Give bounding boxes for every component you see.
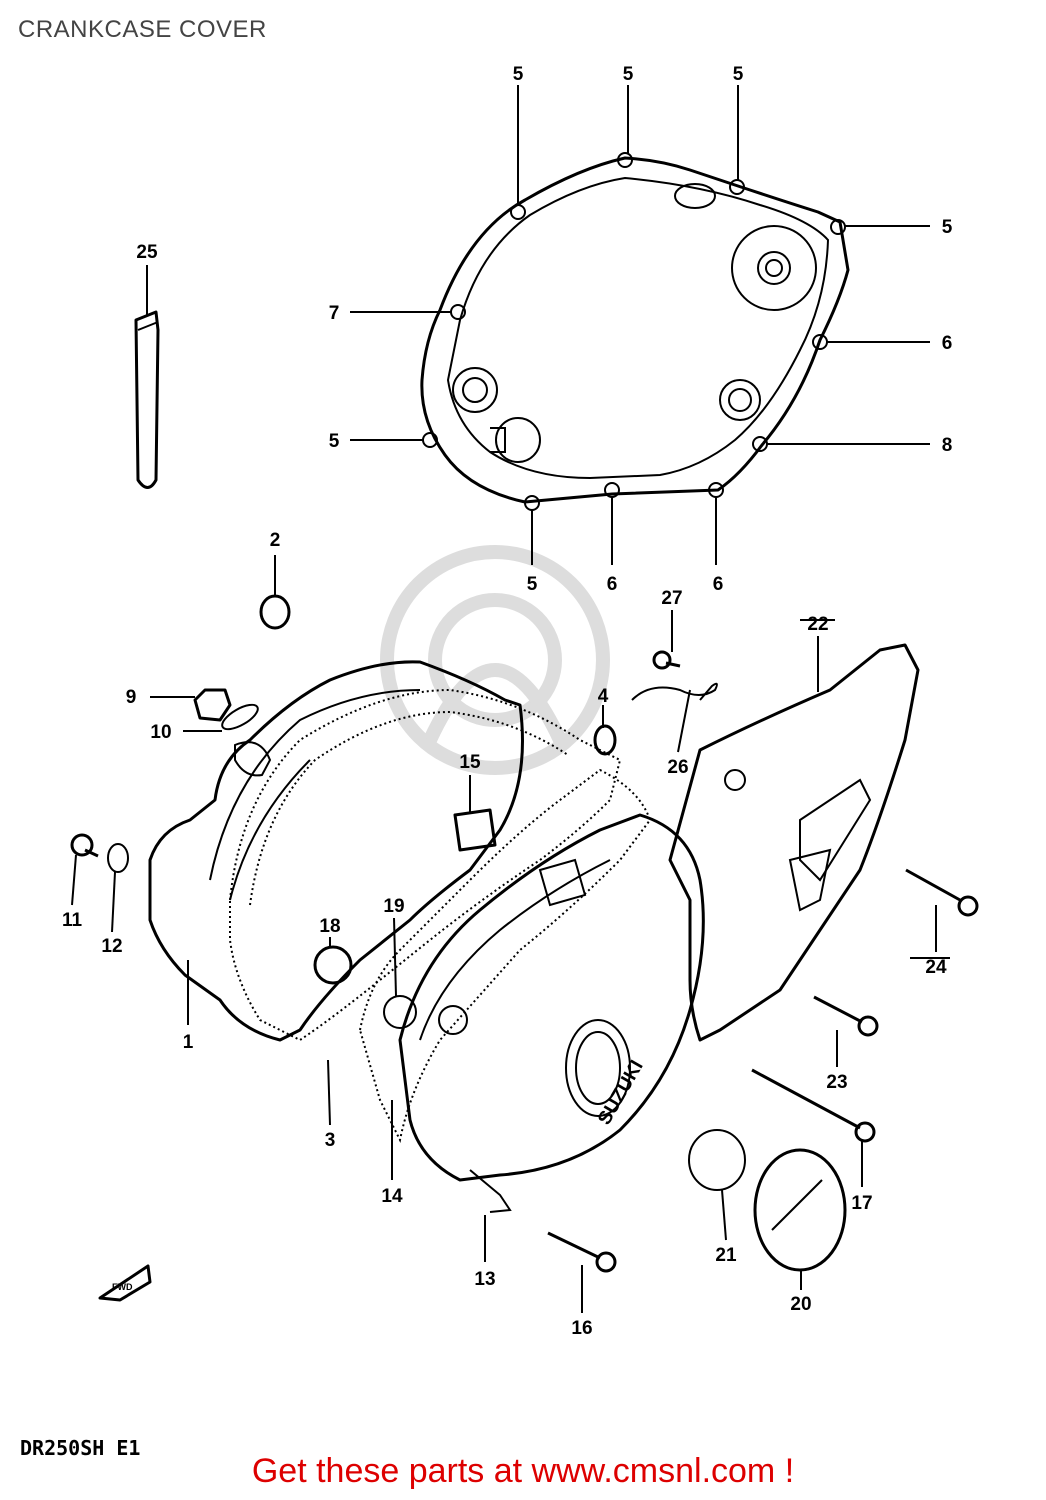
callout-6: 6	[607, 574, 618, 595]
callout-26: 26	[667, 757, 688, 778]
fwd-arrow: FWD	[98, 1264, 152, 1302]
gasket-part-14	[358, 768, 652, 1144]
callout-9: 9	[126, 687, 137, 708]
callout-8: 8	[942, 435, 953, 456]
callout-5: 5	[527, 574, 538, 595]
callout-5: 5	[329, 431, 340, 452]
callout-16: 16	[571, 1318, 592, 1339]
watermark-logo	[380, 545, 610, 775]
callout-24: 24	[925, 957, 947, 978]
callout-27: 27	[661, 588, 682, 609]
callout-12: 12	[101, 936, 122, 957]
callout-3: 3	[325, 1130, 336, 1151]
callout-25: 25	[136, 242, 158, 263]
callout-11: 11	[62, 910, 83, 931]
callout-1: 1	[183, 1032, 194, 1053]
callout-5: 5	[733, 64, 744, 85]
callout-20: 20	[790, 1294, 811, 1315]
gasket-part-3	[229, 688, 622, 1042]
callout-18: 18	[319, 916, 340, 937]
tool-part-25	[134, 310, 160, 489]
callout-4: 4	[598, 686, 609, 707]
callout-15: 15	[459, 752, 481, 773]
leader-lines	[71, 85, 950, 1313]
callout-labels: 1 2 3 4 5 5 5 5 5 5 6 6 6 7 8 9 10 11 12…	[62, 64, 953, 1339]
callout-6: 6	[713, 574, 724, 595]
callout-23: 23	[826, 1072, 847, 1093]
sprocket-cover-part	[668, 643, 920, 1042]
parts-link[interactable]: Get these parts at www.cmsnl.com !	[251, 1452, 795, 1490]
callout-21: 21	[715, 1245, 737, 1266]
callout-13: 13	[474, 1269, 495, 1290]
callout-2: 2	[270, 530, 281, 551]
callout-22: 22	[807, 614, 828, 635]
small-parts	[70, 594, 979, 1273]
clutch-cover-part	[420, 152, 850, 511]
callout-5: 5	[623, 64, 634, 85]
callout-17: 17	[851, 1193, 872, 1214]
callout-5: 5	[513, 64, 524, 85]
callout-7: 7	[329, 303, 340, 324]
parts-diagram: SUZUKI	[62, 64, 979, 1339]
callout-5: 5	[942, 217, 953, 238]
fwd-arrow-label: FWD	[112, 1282, 133, 1292]
magneto-cover-part: SUZUKI	[398, 813, 705, 1213]
callout-10: 10	[150, 722, 171, 743]
callout-6: 6	[942, 333, 953, 354]
model-code-label: DR250SH E1	[20, 1436, 141, 1460]
callout-14: 14	[381, 1186, 403, 1207]
callout-19: 19	[383, 896, 404, 917]
page-title: CRANKCASE COVER	[18, 16, 267, 43]
crankcase-cover-part	[148, 660, 524, 1042]
